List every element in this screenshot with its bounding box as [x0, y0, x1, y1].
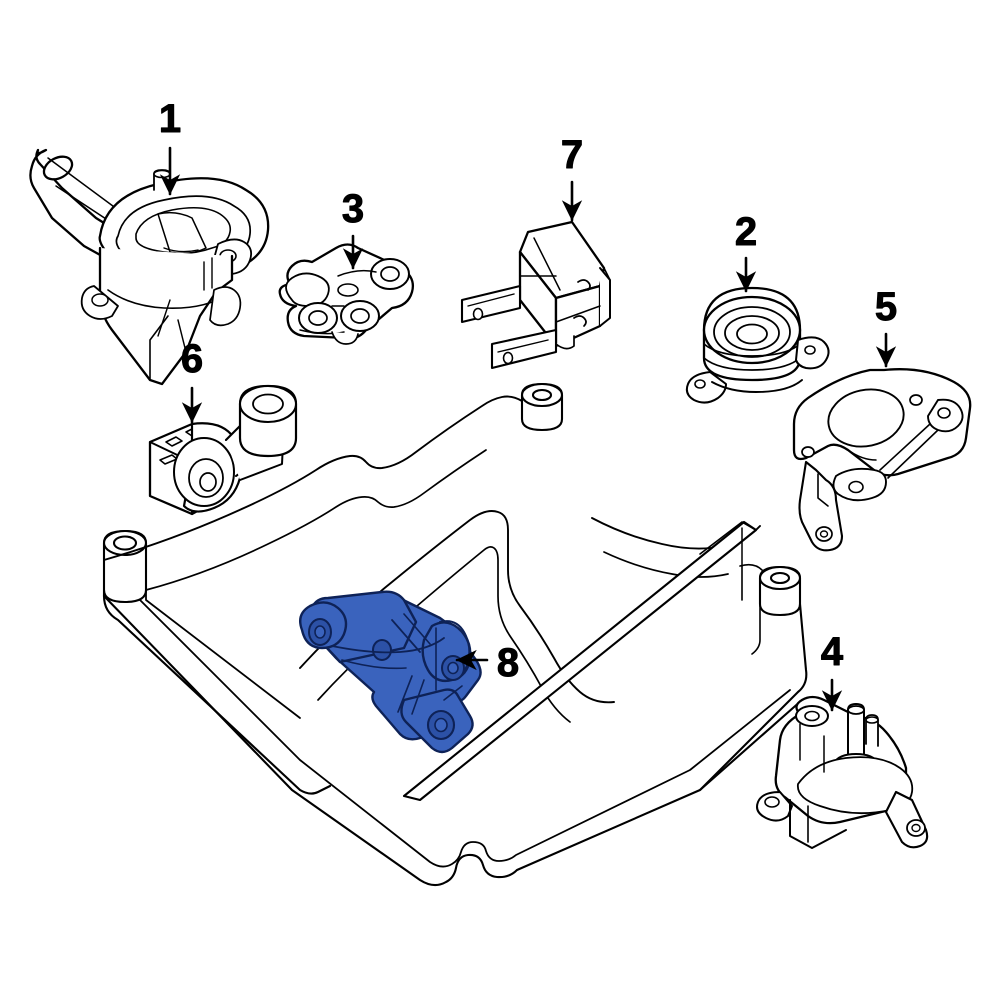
callout-number-4: 4	[821, 630, 844, 674]
subframe-bushing-top	[520, 382, 564, 432]
subframe-diagonal-brace	[402, 520, 758, 802]
callout-number-1: 1	[159, 97, 181, 141]
callout-number-6: 6	[181, 337, 203, 381]
callout-number-2: 2	[735, 210, 757, 254]
subframe-bushing-left-rear	[102, 529, 148, 604]
part-3-upper-mount-bracket	[278, 243, 415, 345]
part-7-crossmember-bracket	[460, 220, 611, 370]
part-2-cylindrical-rubber-mount	[685, 286, 830, 404]
callout-number-7: 7	[561, 133, 583, 177]
callout-number-3: 3	[342, 187, 364, 231]
callout-numbers: 1 2 3 4 5 6 7 8	[158, 97, 897, 686]
part-6-torque-rod-bushing-block	[148, 384, 298, 516]
subframe-bushing-right	[758, 565, 802, 617]
part-4-transmission-mount	[756, 695, 929, 849]
callout-number-5: 5	[875, 285, 897, 329]
part-8-subframe-mount-bracket-highlighted	[299, 590, 482, 754]
part-1-engine-mount-bracket	[29, 148, 270, 386]
subframe-assembly	[102, 382, 808, 887]
part-5-mount-support-plate	[792, 368, 972, 552]
callout-leader-lines	[159, 146, 897, 712]
callout-number-8: 8	[497, 641, 519, 685]
